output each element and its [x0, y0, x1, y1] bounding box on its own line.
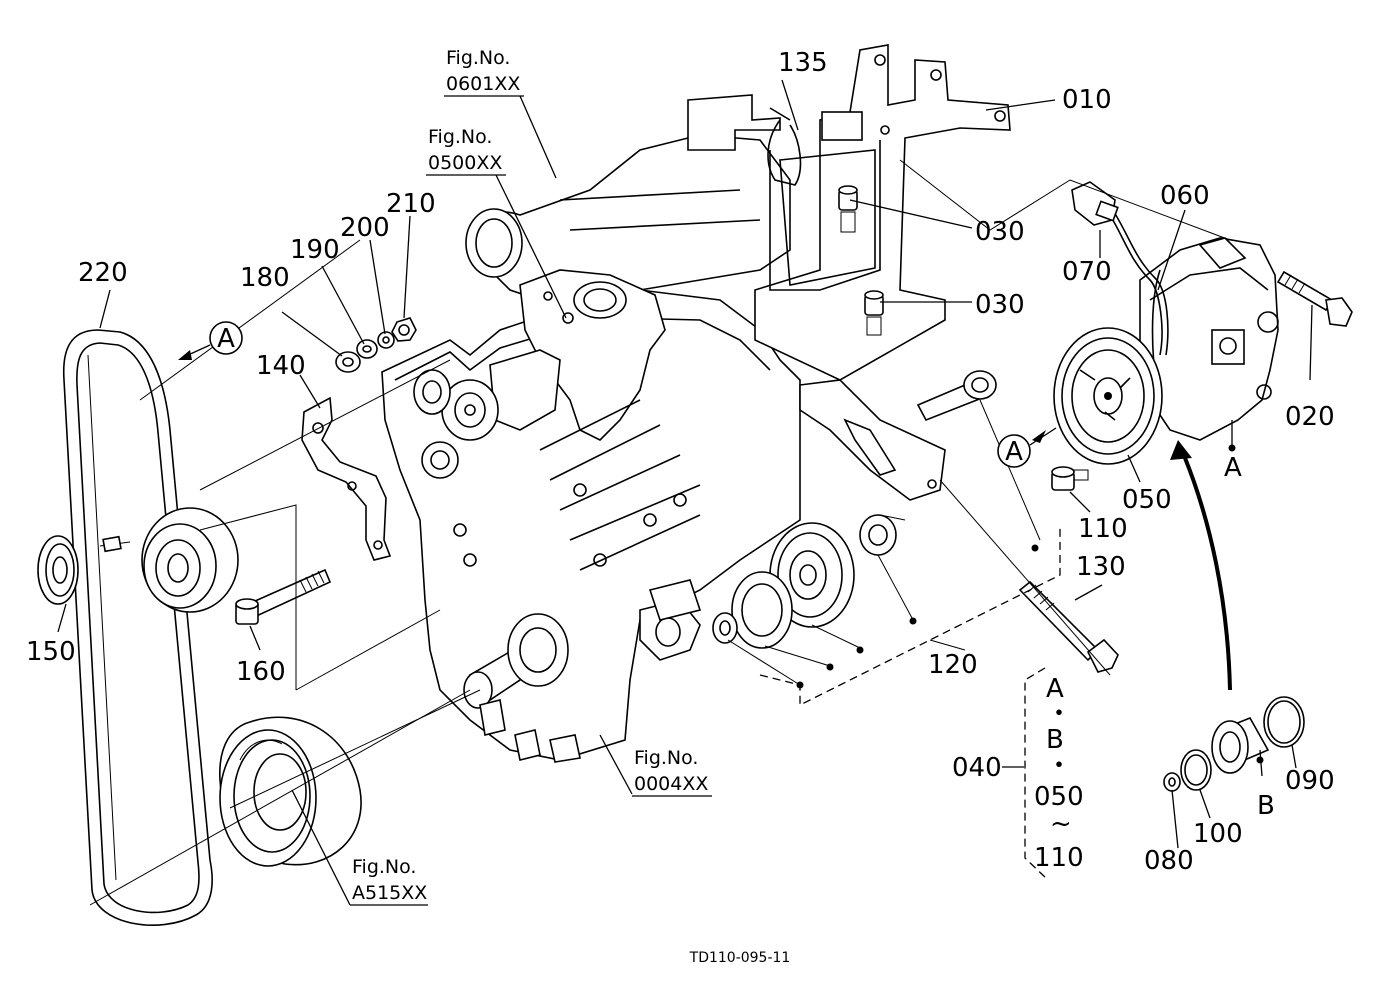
assembly-sep-1: ・ — [1046, 699, 1072, 729]
marker-a-right-text: A — [1005, 437, 1023, 467]
belt-tensioner-bracket-140 — [301, 396, 392, 561]
idler-pulley-150 — [37, 535, 79, 605]
callout-100: 100 — [1193, 819, 1243, 849]
callout-080: 080 — [1144, 846, 1194, 876]
fig-ref-0500xx-line1: Fig.No. — [428, 126, 492, 148]
washers-180-210 — [335, 317, 417, 373]
leader-lines — [57, 79, 1313, 906]
direction-marker-a-left: A — [178, 321, 243, 360]
assembly-item-110: 110 — [1034, 843, 1084, 873]
fig-ref-0500xx: Fig.No. 0500XX — [426, 126, 506, 176]
fig-ref-0004xx-line2: 0004XX — [634, 773, 708, 795]
marker-a-left-text: A — [217, 324, 235, 354]
callout-140: 140 — [256, 351, 306, 381]
crankshaft-pulley — [219, 716, 362, 867]
callout-120: 120 — [928, 650, 978, 680]
direction-marker-a-right: A — [997, 427, 1057, 468]
callout-110: 110 — [1078, 514, 1128, 544]
callout-040: 040 — [952, 753, 1002, 783]
compressor-bracket-010 — [687, 44, 1011, 501]
assembly-item-050: 050 — [1034, 782, 1084, 812]
idler-assembly-120 — [712, 514, 897, 649]
shoulder-bolt — [916, 370, 997, 422]
v-belt-220 — [62, 329, 213, 926]
fig-ref-a515xx-line1: Fig.No. — [352, 856, 416, 878]
ac-compressor — [1139, 237, 1279, 441]
fig-ref-0601xx-line1: Fig.No. — [446, 47, 510, 69]
bolts-030 — [838, 185, 884, 336]
bolt-110 — [1051, 466, 1089, 491]
explode-arrow — [1170, 440, 1232, 691]
callout-130: 130 — [1076, 552, 1126, 582]
callout-060: 060 — [1160, 181, 1210, 211]
fig-ref-0500xx-line2: 0500XX — [428, 152, 502, 174]
fig-ref-a515xx: Fig.No. A515XX — [350, 856, 428, 906]
fig-ref-0004xx: Fig.No. 0004XX — [632, 747, 712, 797]
callout-labels: 135 010 030 030 060 070 020 050 110 130 … — [26, 48, 1335, 876]
assembly-item-a: A — [1046, 674, 1064, 704]
sub-marker-a: A — [1224, 453, 1242, 483]
sub-marker-b: B — [1257, 791, 1275, 821]
callout-050: 050 — [1122, 485, 1172, 515]
callout-220: 220 — [78, 258, 128, 288]
assembly-item-b: B — [1046, 725, 1064, 755]
callout-180: 180 — [240, 263, 290, 293]
figure-code: TD110-095-11 — [689, 950, 791, 966]
bolt-130 — [1018, 580, 1119, 673]
callout-160: 160 — [236, 657, 286, 687]
callout-090: 090 — [1285, 766, 1335, 796]
magnetic-clutch-050 — [1053, 327, 1163, 465]
callout-210: 210 — [386, 189, 436, 219]
tension-pulley — [99, 507, 239, 613]
callout-135: 135 — [778, 48, 828, 78]
engine-front-case — [381, 134, 801, 763]
bolt-020 — [1276, 270, 1353, 327]
reference-dots — [796, 444, 1264, 764]
fig-ref-a515xx-line2: A515XX — [352, 882, 427, 904]
bearing-parts-080-100 — [1163, 696, 1305, 792]
bolt-160 — [235, 568, 332, 625]
callout-030-upper: 030 — [975, 217, 1025, 247]
callout-070: 070 — [1062, 257, 1112, 287]
callout-010: 010 — [1062, 85, 1112, 115]
callout-190: 190 — [290, 235, 340, 265]
fig-ref-0004xx-line1: Fig.No. — [634, 747, 698, 769]
fig-ref-0601xx-line2: 0601XX — [446, 73, 520, 95]
callout-200: 200 — [340, 213, 390, 243]
callout-030-lower: 030 — [975, 290, 1025, 320]
assembly-tilde: ~ — [1050, 809, 1072, 839]
assembly-sep-2: ・ — [1046, 751, 1072, 781]
callout-020: 020 — [1285, 402, 1335, 432]
fig-ref-0601xx: Fig.No. 0601XX — [444, 47, 524, 97]
callout-150: 150 — [26, 637, 76, 667]
assembly-040-note: 040 A ・ B ・ 050 ~ 110 — [952, 674, 1084, 873]
